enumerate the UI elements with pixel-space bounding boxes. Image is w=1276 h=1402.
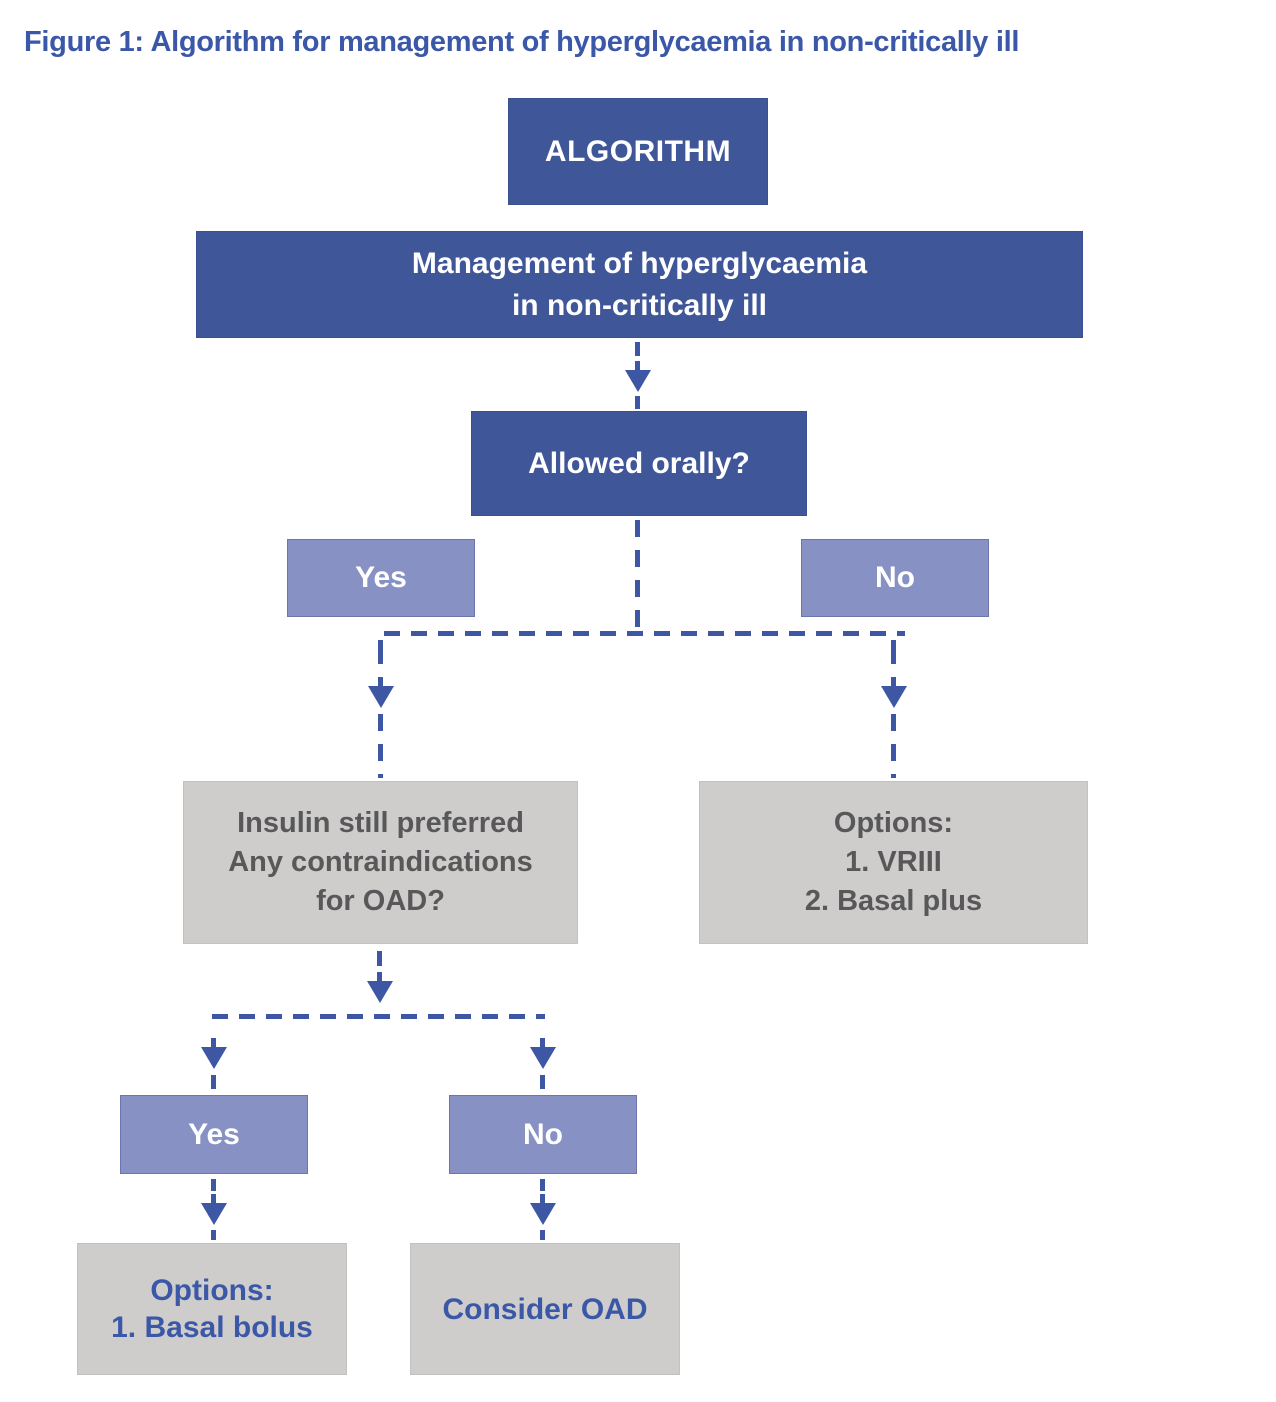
- connector-dash: [540, 1230, 545, 1240]
- connector-dash: [211, 1075, 216, 1089]
- node-npo-options-line3: 2. Basal plus: [804, 885, 983, 917]
- connector-dash: [211, 1230, 216, 1240]
- connector-dash: [635, 396, 640, 409]
- connector-dash: [377, 951, 382, 966]
- node-consider-oad-label: Consider OAD: [442, 1292, 648, 1326]
- connector-dash: [891, 640, 896, 664]
- connector-dashed-line: [212, 1014, 545, 1019]
- node-contra-no: No: [449, 1095, 637, 1174]
- arrow-down-icon: [201, 1194, 227, 1225]
- node-basal-bolus-options-line1: Options:: [150, 1274, 274, 1307]
- node-management-line2: in non-critically ill: [511, 288, 768, 322]
- node-insulin-question-line2: Any contraindications: [228, 846, 533, 878]
- node-contra-yes-label: Yes: [188, 1117, 240, 1151]
- node-basal-bolus-options: Options: 1. Basal bolus: [77, 1243, 347, 1375]
- arrow-down-icon: [368, 677, 394, 708]
- connector-dashed-line: [635, 520, 640, 630]
- connector-dash: [540, 1075, 545, 1089]
- figure-title: Figure 1: Algorithm for management of hy…: [24, 26, 1020, 58]
- node-insulin-question-line3: for OAD?: [316, 885, 445, 917]
- node-npo-options-line2: 1. VRIII: [845, 846, 942, 878]
- node-oral-yes: Yes: [287, 539, 475, 617]
- node-management-line1: Management of hyperglycaemia: [411, 246, 868, 280]
- connector-dash: [211, 1179, 216, 1191]
- node-algorithm-label: ALGORITHM: [544, 134, 732, 168]
- arrow-down-icon: [367, 972, 393, 1003]
- node-algorithm: ALGORITHM: [508, 98, 768, 205]
- node-allowed-orally-label: Allowed orally?: [528, 446, 750, 480]
- node-npo-options: Options: 1. VRIII 2. Basal plus: [699, 781, 1088, 944]
- connector-dashed-line: [891, 714, 896, 778]
- arrow-down-icon: [530, 1038, 556, 1069]
- node-insulin-question: Insulin still preferred Any contraindica…: [183, 781, 578, 944]
- connector-dashed-line: [378, 714, 383, 778]
- arrow-down-icon: [201, 1038, 227, 1069]
- node-allowed-orally: Allowed orally?: [471, 411, 807, 516]
- connector-dash: [540, 1179, 545, 1191]
- connector-dashed-line: [384, 631, 905, 636]
- node-contra-yes: Yes: [120, 1095, 308, 1174]
- node-management: Management of hyperglycaemia in non-crit…: [196, 231, 1083, 338]
- node-oral-no-label: No: [875, 561, 915, 594]
- node-contra-no-label: No: [523, 1117, 563, 1151]
- node-insulin-question-line1: Insulin still preferred: [237, 807, 524, 839]
- arrow-down-icon: [625, 361, 651, 392]
- arrow-down-icon: [530, 1194, 556, 1225]
- connector-dash: [635, 342, 640, 356]
- arrow-down-icon: [881, 677, 907, 708]
- node-basal-bolus-options-line2: 1. Basal bolus: [111, 1311, 313, 1344]
- node-oral-yes-label: Yes: [355, 561, 407, 594]
- connector-dash: [378, 640, 383, 664]
- node-npo-options-line1: Options:: [833, 807, 954, 839]
- node-oral-no: No: [801, 539, 989, 617]
- node-consider-oad: Consider OAD: [410, 1243, 680, 1375]
